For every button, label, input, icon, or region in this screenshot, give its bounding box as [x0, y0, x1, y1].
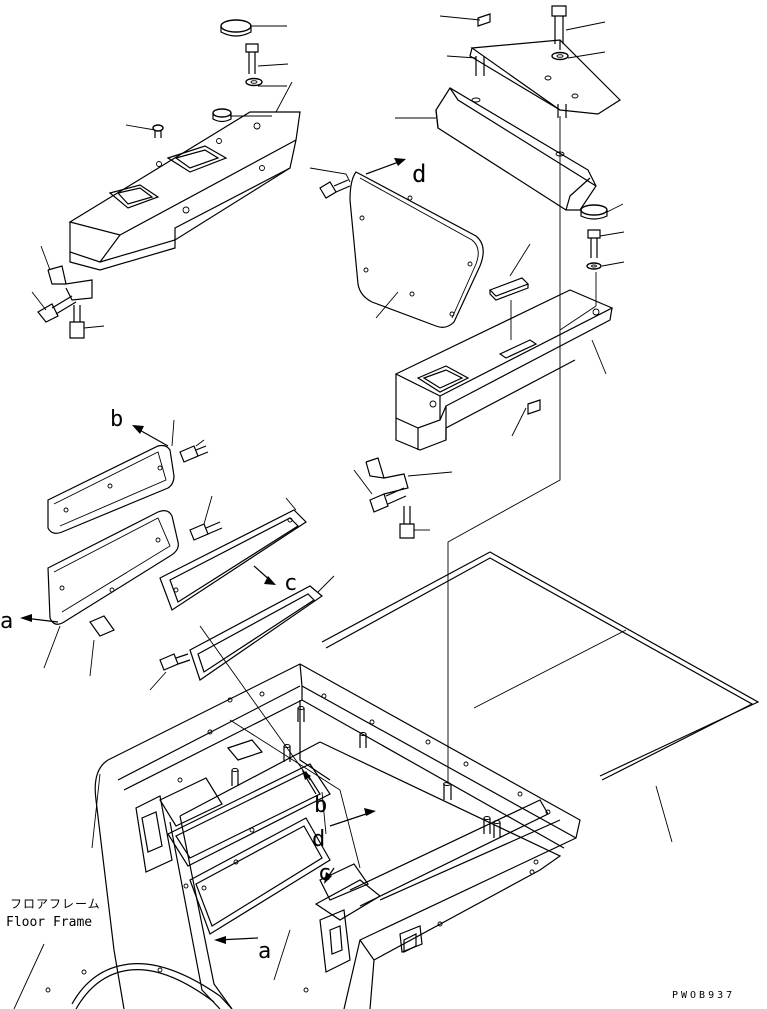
gasket-c-lower: [149, 575, 335, 691]
label-d-top: d: [412, 160, 426, 188]
label-a-top: a: [0, 609, 13, 634]
arrow-d-top-head: [394, 158, 406, 166]
arrow-a-bottom-head: [214, 936, 226, 944]
left-console: [47, 111, 301, 301]
right-console-fasteners: [580, 203, 625, 306]
left-console-fasteners: [31, 19, 293, 339]
label-b-top: b: [110, 407, 123, 432]
cover-b-panel: [47, 419, 209, 534]
right-upper-cover: [395, 87, 597, 211]
label-d-bottom: d: [312, 827, 325, 852]
floor-frame-en: Floor Frame: [6, 915, 92, 930]
arrow-b-bottom-head: [302, 770, 311, 780]
label-c-top: c: [284, 571, 297, 596]
arrow-c-top-head: [264, 576, 276, 585]
seal-strip: [321, 551, 760, 843]
arrow-a-top-head: [20, 614, 32, 622]
arrow-c-bottom-head: [324, 872, 332, 884]
floor-frame: [13, 625, 581, 1009]
right-upper-plate: [439, 5, 621, 118]
right-console: [353, 243, 614, 539]
arrow-d-bottom-head: [364, 808, 376, 816]
label-b-bottom: b: [314, 793, 327, 818]
middle-panel: [309, 167, 484, 328]
arrow-b-top-head: [132, 425, 144, 434]
cover-a-panel: [43, 510, 179, 677]
floor-frame-jp: フロアフレーム: [10, 897, 101, 911]
gasket-c-upper: [159, 497, 307, 611]
label-a-bottom: a: [258, 939, 271, 964]
label-c-bottom: c: [318, 861, 331, 886]
arrow-d-bottom: [329, 811, 373, 827]
drawing-code: PWOB937: [672, 990, 735, 1001]
